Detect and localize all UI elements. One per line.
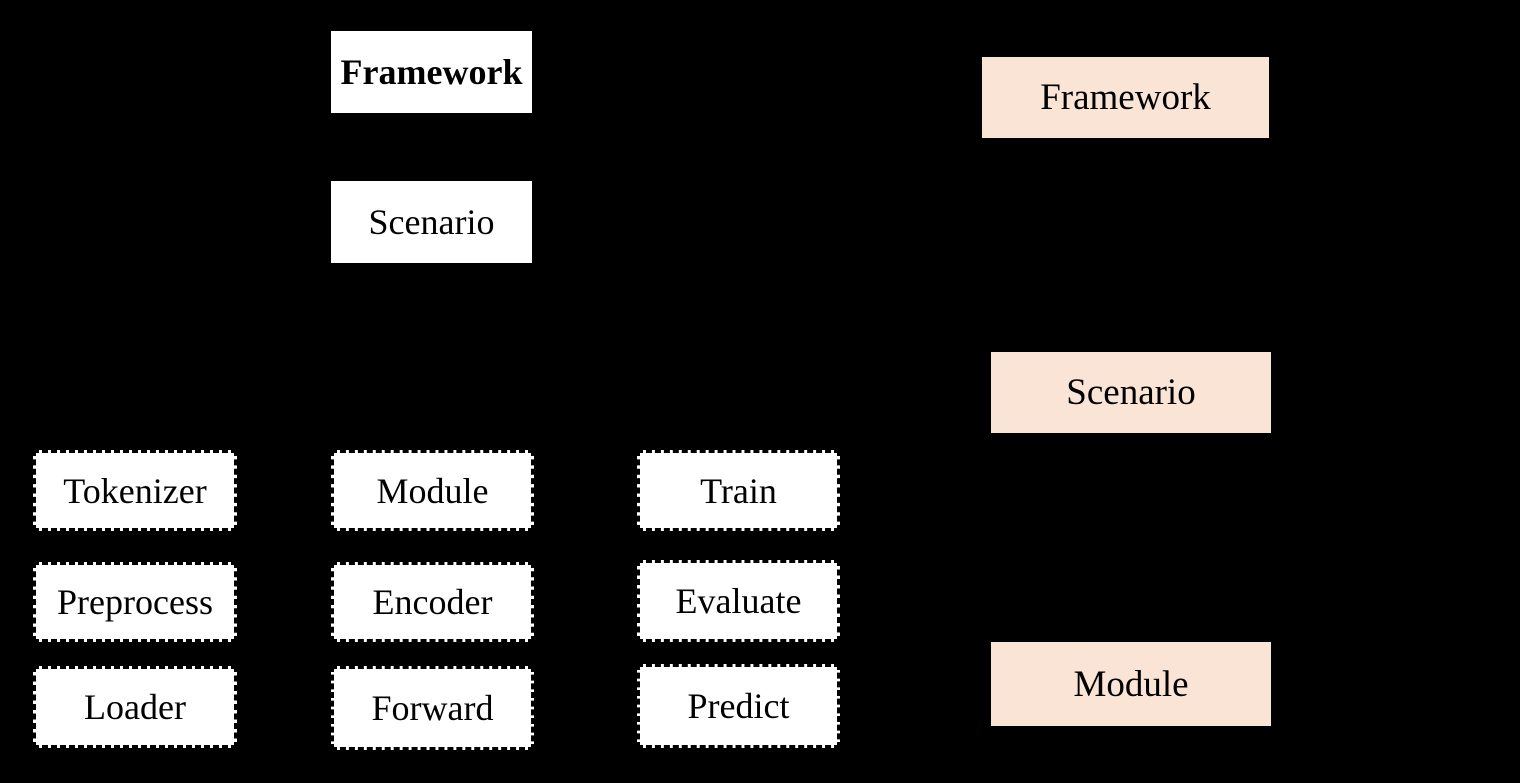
module-highlight-label: Module: [1073, 663, 1189, 705]
preprocess-label: Preprocess: [57, 582, 213, 622]
loader-box: Loader: [33, 666, 237, 748]
predict-label: Predict: [687, 686, 790, 726]
evaluate-box: Evaluate: [637, 560, 840, 642]
loader-label: Loader: [84, 687, 186, 727]
framework-root-label: Framework: [340, 52, 523, 92]
framework-root-box: Framework: [331, 31, 532, 113]
module-highlight-box: Module: [991, 642, 1271, 726]
preprocess-box: Preprocess: [33, 562, 237, 642]
framework-highlight-box: Framework: [982, 57, 1269, 138]
scenario-highlight-box: Scenario: [991, 352, 1271, 433]
scenario-label: Scenario: [368, 202, 495, 242]
framework-highlight-label: Framework: [1040, 77, 1211, 118]
evaluate-label: Evaluate: [675, 581, 802, 621]
encoder-label: Encoder: [372, 582, 493, 622]
tokenizer-box: Tokenizer: [33, 450, 237, 531]
encoder-box: Encoder: [331, 562, 534, 642]
train-label: Train: [700, 470, 777, 511]
module-dashed-label: Module: [376, 470, 489, 511]
tokenizer-label: Tokenizer: [63, 470, 207, 511]
scenario-highlight-label: Scenario: [1066, 372, 1196, 413]
train-box: Train: [637, 450, 840, 531]
scenario-box: Scenario: [331, 181, 532, 263]
predict-box: Predict: [637, 664, 840, 748]
forward-label: Forward: [371, 688, 494, 728]
forward-box: Forward: [331, 666, 534, 750]
module-dashed-box: Module: [331, 450, 534, 531]
